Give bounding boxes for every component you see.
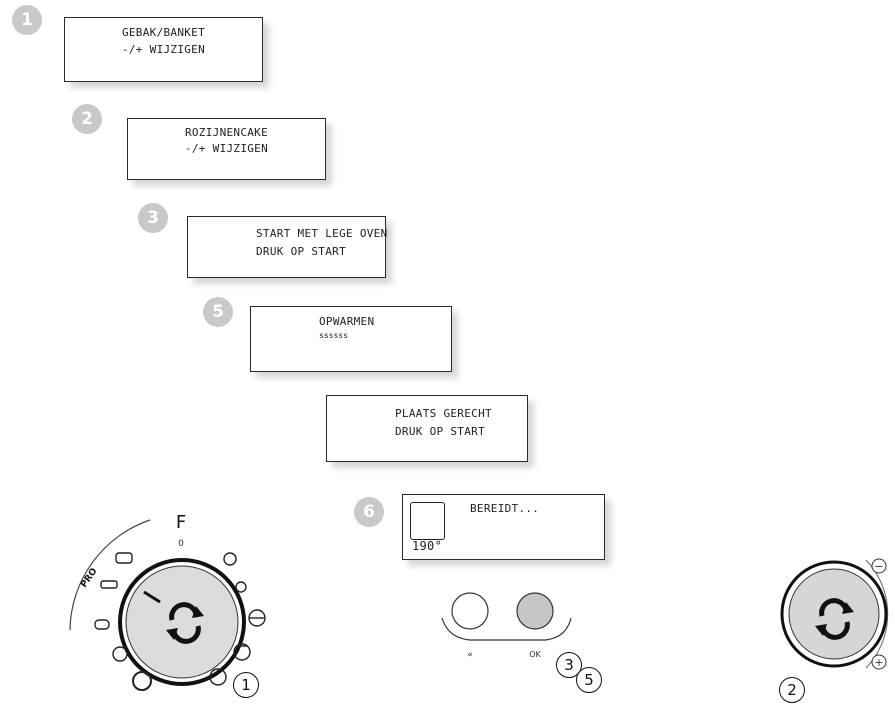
cake-icon xyxy=(115,552,133,564)
bread-icon xyxy=(94,619,110,630)
pizza-icon xyxy=(100,580,118,589)
minus-icon xyxy=(871,558,887,574)
dial-outer-ring xyxy=(118,558,246,686)
back-label: « xyxy=(467,650,473,660)
callout-dial: 1 xyxy=(233,672,259,698)
display-line-1: GEBAK/BANKET xyxy=(121,26,206,39)
knob-body[interactable] xyxy=(788,568,880,660)
back-button[interactable] xyxy=(451,592,489,630)
adjust-knob[interactable]: − + xyxy=(780,558,889,670)
pro-arc xyxy=(69,519,151,631)
navigation-buttons: « OK xyxy=(441,592,572,660)
plus-icon xyxy=(871,654,887,670)
display-line-2: -/+ WIJZIGEN xyxy=(184,142,269,155)
defrost-icon xyxy=(112,646,128,662)
display-step-2: ROZIJNENCAKE -/+ WIJZIGEN xyxy=(127,118,326,180)
light-icon xyxy=(223,552,237,566)
display-step-3: START MET LEGE OVEN DRUK OP START xyxy=(187,216,388,278)
callout-ok-step-5: 5 xyxy=(576,667,602,693)
dial-pointer xyxy=(143,590,161,604)
progress-dots: ssssss xyxy=(319,331,348,340)
step-badge-1: 1 xyxy=(12,5,42,35)
display-step-5-place: PLAATS GERECHT DRUK OP START xyxy=(326,395,528,462)
function-dial[interactable]: 0 F PRO xyxy=(69,512,266,691)
pro-label: PRO xyxy=(79,566,100,589)
display-line-1: START MET LEGE OVEN xyxy=(256,227,388,240)
display-step-1: GEBAK/BANKET -/+ WIJZIGEN xyxy=(64,17,263,82)
button-bracket xyxy=(441,617,572,641)
minus-label: − xyxy=(874,560,883,573)
display-line-2: -/+ WIJZIGEN xyxy=(121,43,206,56)
rotate-icon xyxy=(169,602,201,644)
display-line-1: OPWARMEN xyxy=(319,315,375,328)
oven-cavity-icon xyxy=(410,502,445,540)
dial-zero-label: 0 xyxy=(178,539,184,549)
step-badge-6: 6 xyxy=(354,497,384,527)
bottom-heat-icon xyxy=(233,643,251,661)
knob-outer-ring xyxy=(780,560,888,668)
display-step-6: BEREIDT... 190° xyxy=(402,494,605,560)
dial-knob[interactable] xyxy=(125,565,239,679)
display-line-2: DRUK OP START xyxy=(395,425,485,438)
ok-button[interactable] xyxy=(516,592,554,630)
ok-label: OK xyxy=(529,650,541,659)
display-line-1: BEREIDT... xyxy=(470,502,540,515)
display-line-1: PLAATS GERECHT xyxy=(395,407,492,420)
callout-knob: 2 xyxy=(779,677,805,703)
display-step-5: OPWARMEN ssssss xyxy=(250,306,452,372)
display-line-1: ROZIJNENCAKE xyxy=(184,126,269,139)
fan-icon xyxy=(209,668,227,686)
step-badge-3: 3 xyxy=(138,203,168,233)
step-badge-5: 5 xyxy=(203,297,233,327)
display-line-2: DRUK OP START xyxy=(256,245,346,258)
eco-icon xyxy=(132,671,152,691)
thermometer-icon xyxy=(235,581,247,593)
temperature-readout: 190° xyxy=(412,539,443,553)
dial-function-label: F xyxy=(176,512,186,533)
plus-label: + xyxy=(874,656,883,669)
step-badge-2: 2 xyxy=(72,104,102,134)
rotate-icon xyxy=(819,598,850,640)
